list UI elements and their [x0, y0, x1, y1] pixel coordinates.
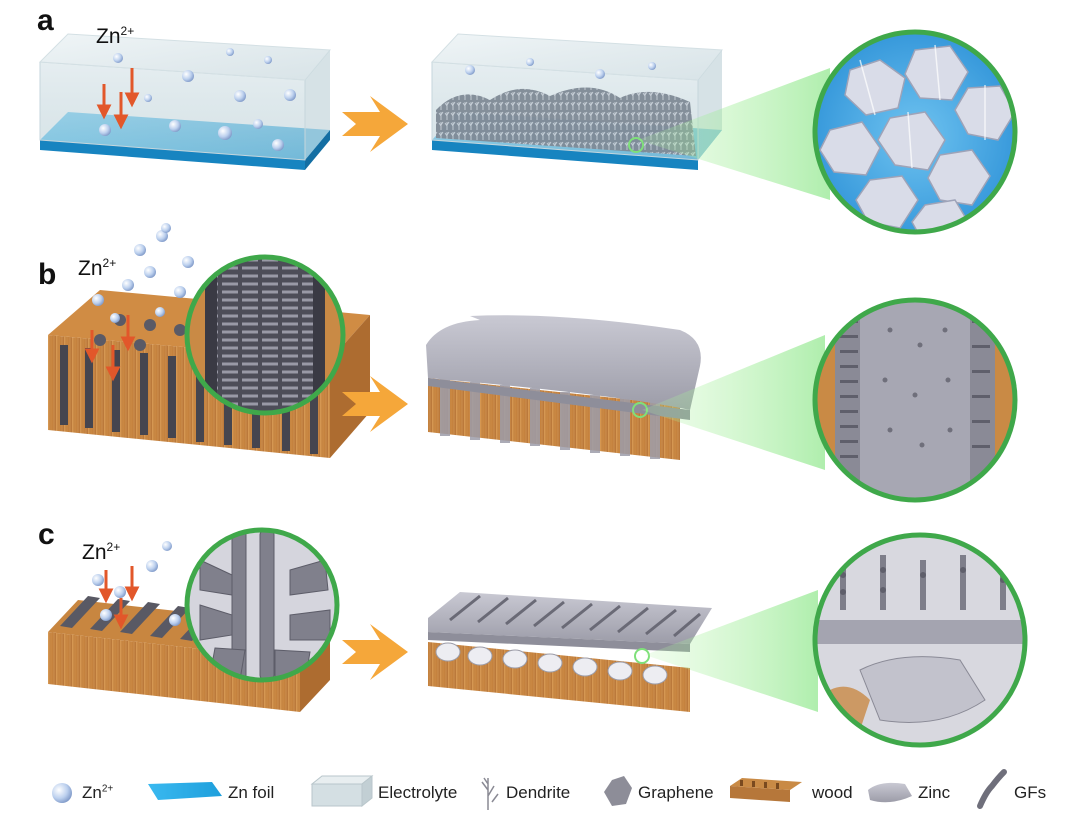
legend-item-gfs: GFs — [1014, 783, 1047, 802]
zoom-circle-a-graphene-dendrites — [812, 29, 1018, 235]
zn-ions-panel-b — [92, 223, 194, 323]
graphene-hexagon-icon — [604, 776, 632, 806]
panel-label-b: b — [38, 258, 57, 291]
legend-item-zn-ion: Zn2+ — [82, 783, 114, 802]
process-arrow-c — [342, 624, 408, 680]
zoom-beam-a — [638, 68, 830, 200]
panel-label-a: a — [37, 4, 54, 37]
legend: Zn2+ Zn foil Electrolyte Dendrite Graphe… — [0, 765, 1080, 821]
zoom-circle-c-zinc-fibers — [812, 532, 1028, 748]
zn-ions-panel-c — [92, 541, 181, 626]
legend-item-electrolyte: Electrolyte — [378, 783, 458, 802]
legend-item-graphene: Graphene — [638, 783, 714, 802]
panel-label-c: c — [38, 518, 55, 551]
electrolyte-block-icon — [310, 774, 374, 808]
panel-b-zinc-coated — [426, 315, 701, 460]
zn-ion-sphere-icon — [52, 783, 72, 803]
zinc-layer-icon — [868, 782, 912, 803]
panel-c-zinc-coated — [428, 592, 712, 712]
legend-item-wood: wood — [812, 783, 853, 802]
zoom-beam-c — [645, 590, 818, 712]
panel-a-initial — [38, 33, 332, 170]
wood-channel-icon — [730, 778, 802, 802]
graphene-fiber-icon — [977, 769, 1007, 809]
legend-item-zinc: Zinc — [918, 783, 951, 802]
process-arrow-b — [342, 376, 408, 432]
zn-foil-icon — [148, 782, 222, 800]
zn-ions-panel-a — [99, 48, 296, 151]
zoom-circle-b-zinc-channel — [812, 297, 1018, 503]
dendrite-icon — [481, 777, 499, 810]
zn-ion-label-c: Zn2+ — [82, 540, 121, 564]
ion-flow-arrows-a — [96, 68, 140, 130]
panel-a-dendrite-growth — [430, 33, 723, 170]
zoom-circle-c-fibers — [184, 527, 340, 683]
legend-item-dendrite: Dendrite — [506, 783, 571, 802]
process-arrow-a — [342, 96, 408, 152]
zn-ion-label-a: Zn2+ — [96, 24, 135, 48]
zoom-circle-b-channel — [184, 254, 346, 416]
legend-icons — [52, 769, 1007, 810]
legend-item-zn-foil: Zn foil — [228, 783, 275, 802]
zn-ion-label-b: Zn2+ — [78, 256, 117, 280]
zoom-beam-b — [642, 335, 825, 470]
